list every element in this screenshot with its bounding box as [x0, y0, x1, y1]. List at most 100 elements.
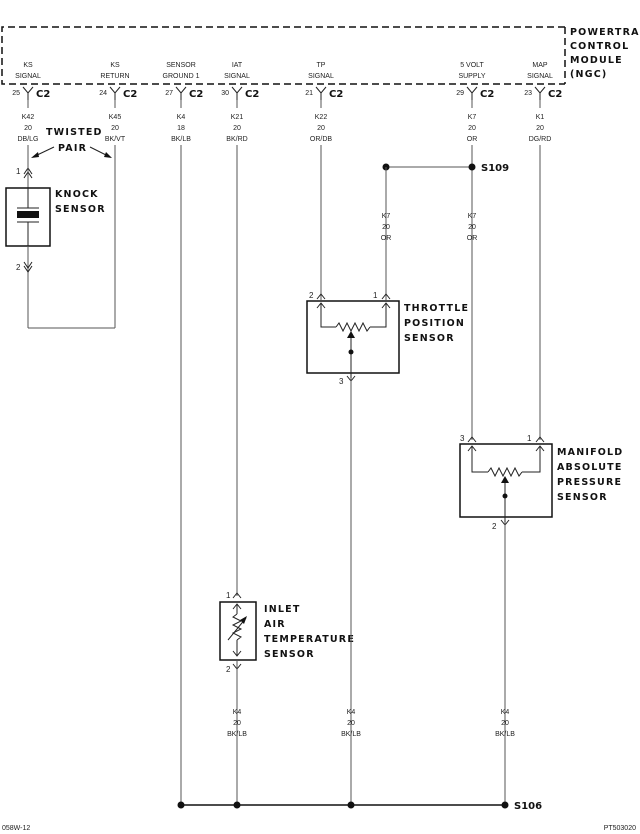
pin-wire-code: K21: [231, 114, 244, 121]
pin-wire-gauge: 20: [111, 125, 119, 132]
map-wiper-dot: [502, 493, 508, 499]
module-title-line-4: (NGC): [570, 69, 607, 80]
pin-wire-gauge: 20: [233, 125, 241, 132]
pin-connector-symbol: [534, 86, 546, 100]
pin-connector-label: C2: [123, 89, 137, 100]
pin-label-top: SENSOR: [166, 62, 196, 69]
s106-dot-2: [233, 801, 241, 809]
twisted-pair-label-1: TWISTED: [46, 127, 103, 138]
pin-number: 27: [165, 90, 173, 97]
footer-right: PT503020: [604, 825, 636, 832]
k7-map-color: OR: [467, 235, 478, 242]
iat-ground-wire: K4: [233, 709, 242, 716]
pin-connector-label: C2: [329, 89, 343, 100]
pin-label-bottom: GROUND 1: [163, 73, 200, 80]
knock-sensor-label-2: SENSOR: [55, 204, 106, 215]
map-pin-1: 1: [527, 434, 532, 443]
pin-number: 30: [221, 90, 229, 97]
pin-connector-label: C2: [245, 89, 259, 100]
iat-pin-2: 2: [226, 665, 231, 674]
pin-wire-gauge: 20: [24, 125, 32, 132]
knock-sensor-label-1: KNOCK: [55, 189, 99, 200]
pin-number: 25: [12, 90, 20, 97]
pin-wire-code: K45: [109, 114, 122, 121]
map-ground-color: BK/LB: [495, 731, 515, 738]
pin-label-top: TP: [317, 62, 326, 69]
tps-pin-2: 2: [309, 291, 314, 300]
pin-number: 21: [305, 90, 313, 97]
pin-label-bottom: SIGNAL: [224, 73, 250, 80]
iat-ground-gauge: 20: [233, 720, 241, 727]
pin-number: 24: [99, 90, 107, 97]
map-wiper-arrowhead: [501, 476, 509, 483]
twisted-pair-arrow-right: [89, 146, 112, 158]
map-connector-left: [467, 436, 477, 443]
tps-internal-left: [320, 303, 336, 328]
module-title-line-1: POWERTRAIN: [570, 27, 640, 38]
pin-label-top: KS: [110, 62, 120, 69]
pin-wire-color: OR/DB: [310, 136, 333, 143]
tps-label-2: POSITION: [404, 318, 465, 329]
pin-connector-label: C2: [36, 89, 50, 100]
pin-wire-code: K42: [22, 114, 35, 121]
tps-pin-3: 3: [339, 377, 344, 386]
map-pin-2: 2: [492, 522, 497, 531]
pin-label-bottom: SIGNAL: [15, 73, 41, 80]
pin-wire-code: K22: [315, 114, 328, 121]
map-internal-right: [522, 446, 541, 473]
knock-connector-bottom: [23, 261, 33, 273]
iat-thermistor: [231, 613, 243, 641]
map-connector-right: [535, 436, 545, 443]
k7-tp-wire: K7: [382, 213, 391, 220]
pcm-boundary: [1, 26, 565, 85]
s106-dot-3: [347, 801, 355, 809]
pin-label-top: MAP: [532, 62, 548, 69]
iat-connector-top: [232, 592, 242, 599]
pin-wire-color: BK/LB: [171, 136, 191, 143]
module-title: POWERTRAIN CONTROL MODULE (NGC): [570, 27, 640, 80]
pin-number: 23: [524, 90, 532, 97]
pin-wire-color: BK/RD: [226, 136, 247, 143]
iat-sensor-label-2: AIR: [264, 619, 286, 630]
pin-wire-color: OR: [467, 136, 478, 143]
map-resistor: [487, 466, 523, 478]
map-label-4: SENSOR: [557, 492, 608, 503]
k7-tp-color: OR: [381, 235, 392, 242]
iat-sensor-label-3: TEMPERATURE: [264, 634, 355, 645]
map-ground-wire: K4: [501, 709, 510, 716]
tp-ground-color: BK/LB: [341, 731, 361, 738]
twisted-pair-arrow-left: [31, 146, 55, 158]
iat-internal-arrow-bottom: [232, 650, 242, 657]
tps-wiper-dot: [348, 349, 354, 355]
map-ground-gauge: 20: [501, 720, 509, 727]
pin-label-top: IAT: [232, 62, 243, 69]
map-pin-3: 3: [460, 434, 465, 443]
s106-dot-4: [501, 801, 509, 809]
iat-sensor-label-1: INLET: [264, 604, 301, 615]
tps-internal-right: [370, 303, 387, 328]
tps-connector-right: [381, 293, 391, 300]
pin-connector-symbol: [22, 86, 34, 100]
pin-wire-gauge: 20: [468, 125, 476, 132]
pin-wire-gauge: 20: [536, 125, 544, 132]
pin-label-bottom: SIGNAL: [527, 73, 553, 80]
pin-connector-symbol: [109, 86, 121, 100]
s106-dot-1: [177, 801, 185, 809]
iat-ground-color: BK/LB: [227, 731, 247, 738]
pin-wire-code: K7: [468, 114, 477, 121]
pin-label-bottom: SIGNAL: [308, 73, 334, 80]
pin-connector-label: C2: [189, 89, 203, 100]
pin-number: 29: [456, 90, 464, 97]
pin-wire-code: K4: [177, 114, 186, 121]
pin-label-bottom: SUPPLY: [458, 73, 485, 80]
tps-label-3: SENSOR: [404, 333, 455, 344]
map-label-2: ABSOLUTE: [557, 462, 623, 473]
k7-map-gauge: 20: [468, 224, 476, 231]
tps-resistor: [335, 321, 371, 333]
pin-label-top: KS: [23, 62, 33, 69]
